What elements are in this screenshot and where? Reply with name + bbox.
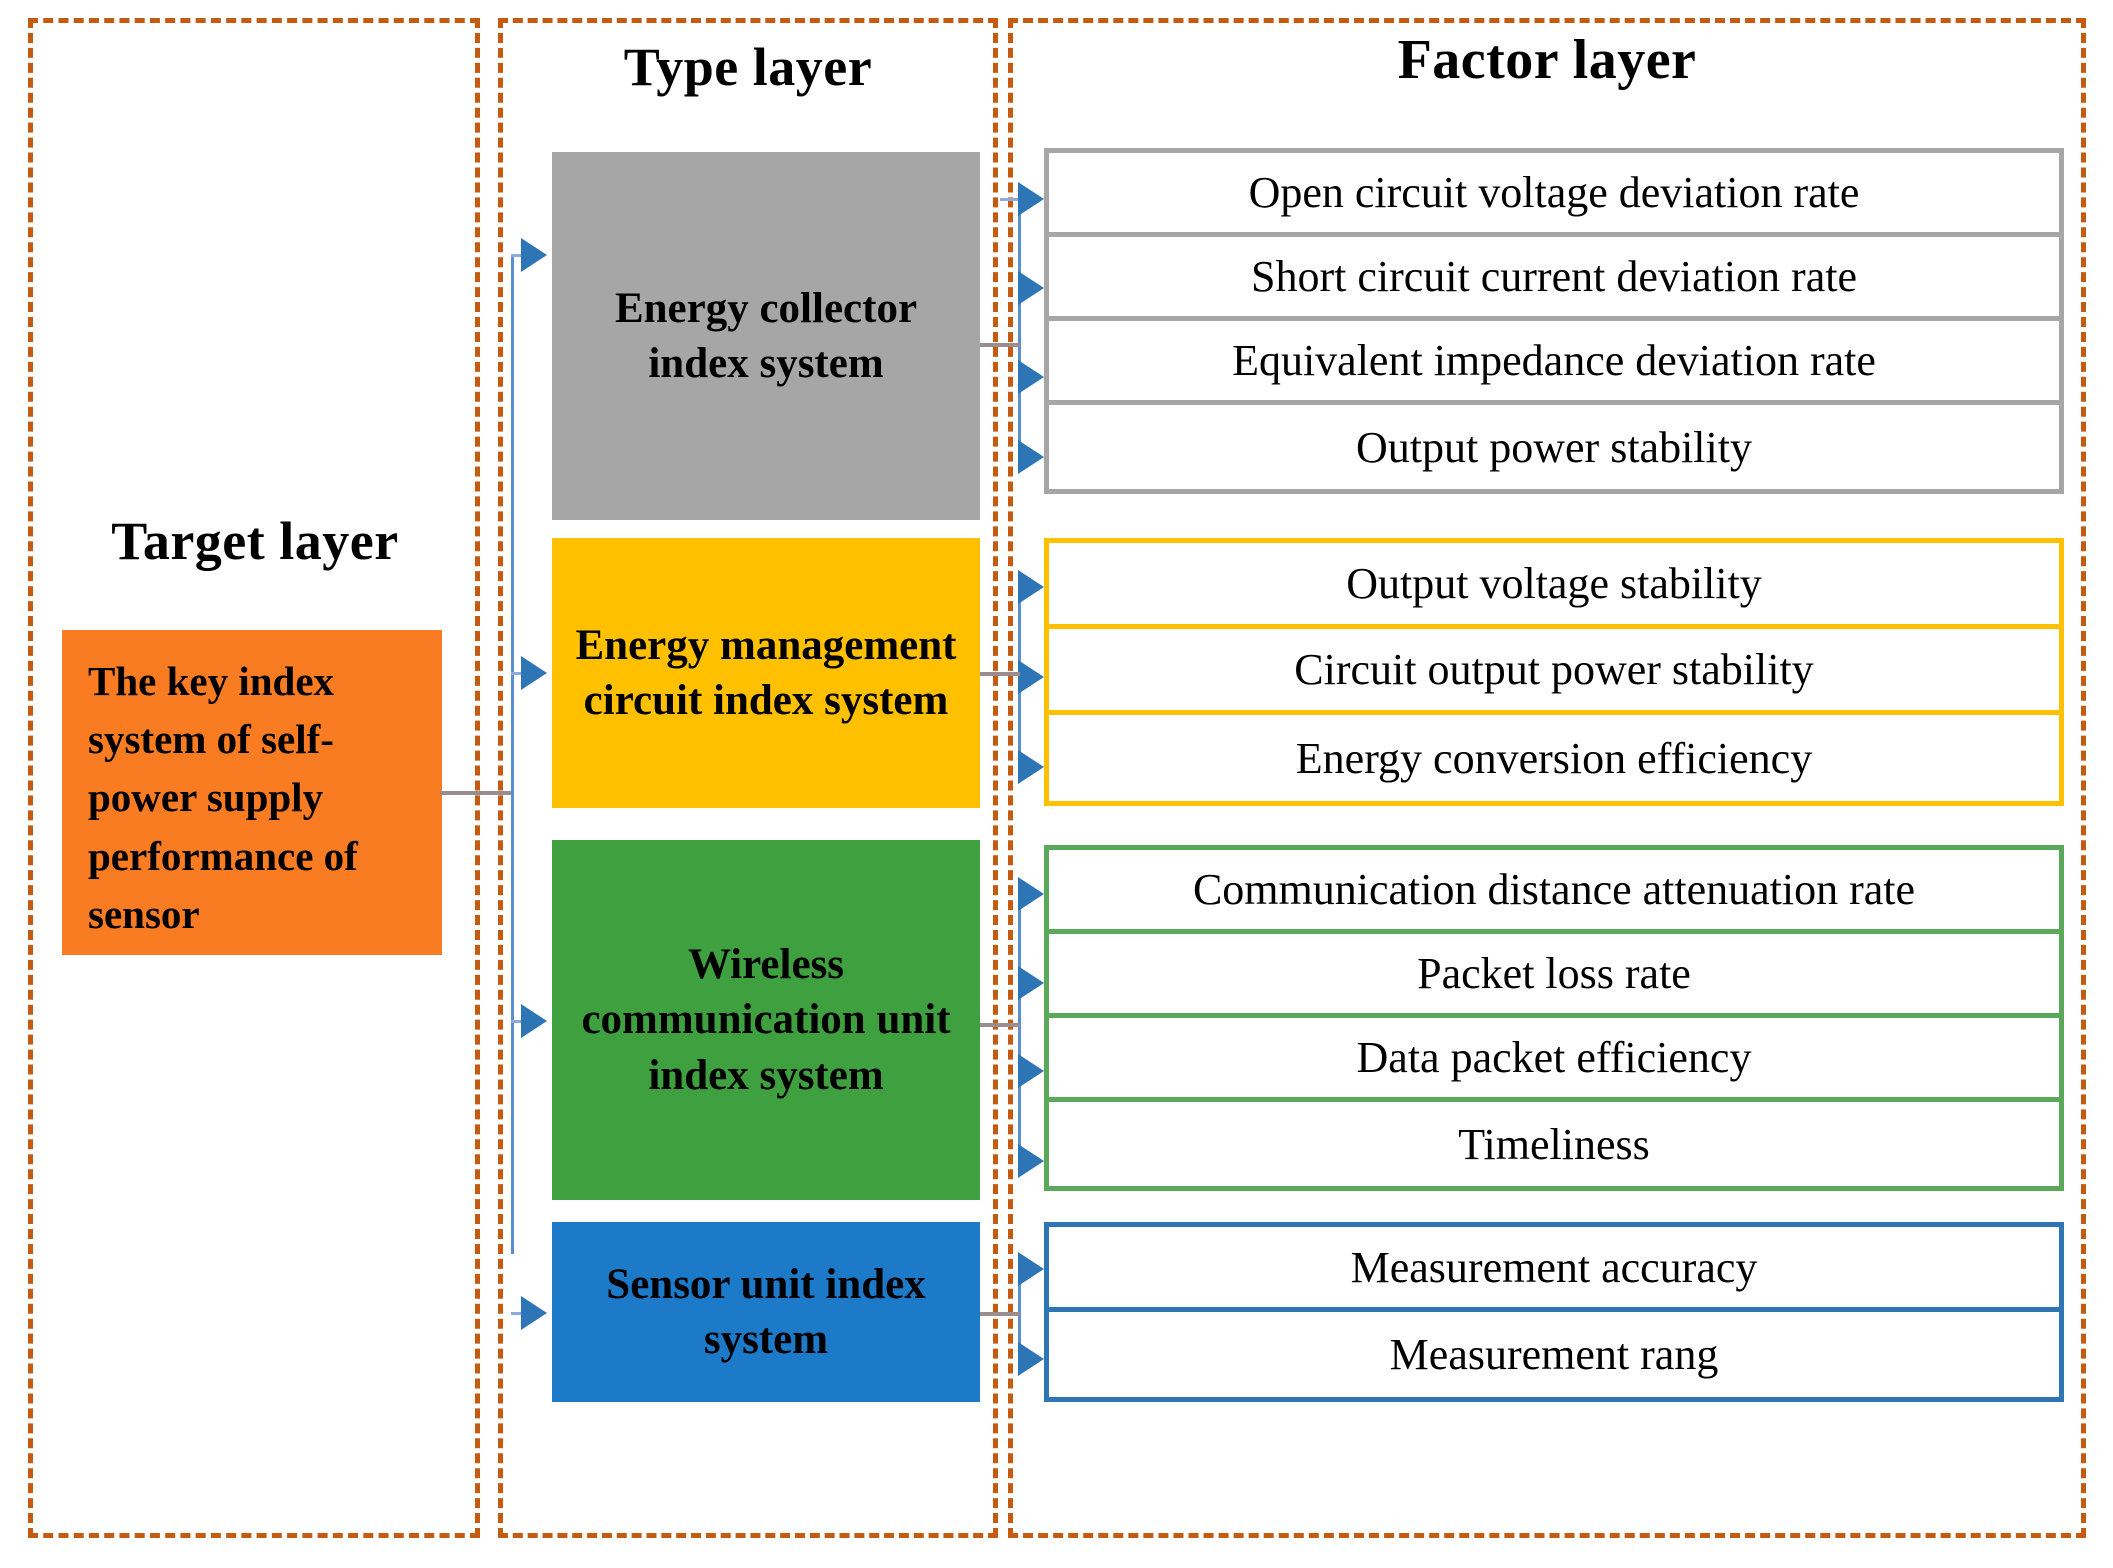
factor-group-wireless-comm: Communication distance attenuation rate … — [1044, 845, 2064, 1191]
arrow-to-type-3 — [521, 1296, 547, 1330]
type-stem-3 — [511, 1312, 523, 1315]
type-stem-0 — [511, 254, 523, 257]
factor-group-energy-management: Output voltage stability Circuit output … — [1044, 538, 2064, 806]
arrow-to-factor-1-1 — [1018, 660, 1044, 694]
arrow-to-factor-0-3 — [1018, 440, 1044, 474]
factor-item[interactable]: Output voltage stability — [1049, 543, 2059, 629]
factor-item[interactable]: Energy conversion efficiency — [1049, 715, 2059, 801]
factor-item[interactable]: Output power stability — [1049, 405, 2059, 489]
arrow-to-factor-2-2 — [1018, 1054, 1044, 1088]
arrow-to-factor-2-1 — [1018, 966, 1044, 1000]
arrow-to-factor-3-0 — [1018, 1252, 1044, 1286]
type-0-out-connector — [980, 343, 1020, 347]
type-node-wireless-comm[interactable]: Wireless communication unit index system — [552, 840, 980, 1200]
arrow-to-factor-0-1 — [1018, 271, 1044, 305]
type-1-out-connector — [980, 672, 1020, 676]
factor-group-sensor-unit: Measurement accuracy Measurement rang — [1044, 1222, 2064, 1402]
arrow-to-factor-1-2 — [1018, 750, 1044, 784]
factor-item[interactable]: Measurement rang — [1049, 1312, 2059, 1397]
factor-group-energy-collector: Open circuit voltage deviation rate Shor… — [1044, 148, 2064, 494]
factor-item[interactable]: Open circuit voltage deviation rate — [1049, 153, 2059, 237]
factor-item[interactable]: Packet loss rate — [1049, 934, 2059, 1018]
type-node-sensor-unit[interactable]: Sensor unit index system — [552, 1222, 980, 1402]
type-layer-frame — [498, 18, 998, 1538]
factor-item[interactable]: Equivalent impedance deviation rate — [1049, 321, 2059, 405]
factor-item[interactable]: Timeliness — [1049, 1102, 2059, 1186]
arrow-to-factor-2-3 — [1018, 1144, 1044, 1178]
factor-item[interactable]: Measurement accuracy — [1049, 1227, 2059, 1312]
arrow-to-factor-0-2 — [1018, 360, 1044, 394]
factor-stem-0-0 — [1000, 198, 1022, 201]
factor-item[interactable]: Communication distance attenuation rate — [1049, 850, 2059, 934]
type-stem-2 — [511, 1020, 523, 1023]
type-node-energy-management[interactable]: Energy management circuit index system — [552, 538, 980, 808]
factor-item[interactable]: Circuit output power stability — [1049, 629, 2059, 715]
factor-item[interactable]: Short circuit current deviation rate — [1049, 237, 2059, 321]
target-node[interactable]: The key index system of self-power suppl… — [62, 630, 442, 955]
factor-layer-frame — [1008, 18, 2086, 1538]
arrow-to-type-0 — [521, 238, 547, 272]
type-3-out-connector — [980, 1312, 1020, 1316]
target-trunk-connector — [440, 791, 512, 795]
target-layer-title: Target layer — [111, 511, 399, 571]
type-stem-1 — [511, 672, 523, 675]
arrow-to-factor-1-0 — [1018, 570, 1044, 604]
arrow-to-factor-0-0 — [1018, 182, 1044, 216]
type-2-out-connector — [980, 1023, 1020, 1027]
arrow-to-type-1 — [521, 656, 547, 690]
arrow-to-factor-2-0 — [1018, 877, 1044, 911]
arrow-to-factor-3-1 — [1018, 1342, 1044, 1376]
type-layer-title: Type layer — [623, 37, 873, 97]
type-spine-connector — [511, 254, 514, 1254]
factor-layer-title: Factor layer — [1397, 29, 1697, 91]
factor-spine-2 — [1018, 893, 1021, 1165]
factor-item[interactable]: Data packet efficiency — [1049, 1018, 2059, 1102]
type-node-energy-collector[interactable]: Energy collector index system — [552, 152, 980, 520]
arrow-to-type-2 — [521, 1004, 547, 1038]
target-layer-frame — [28, 18, 480, 1538]
factor-spine-0 — [1018, 198, 1021, 456]
